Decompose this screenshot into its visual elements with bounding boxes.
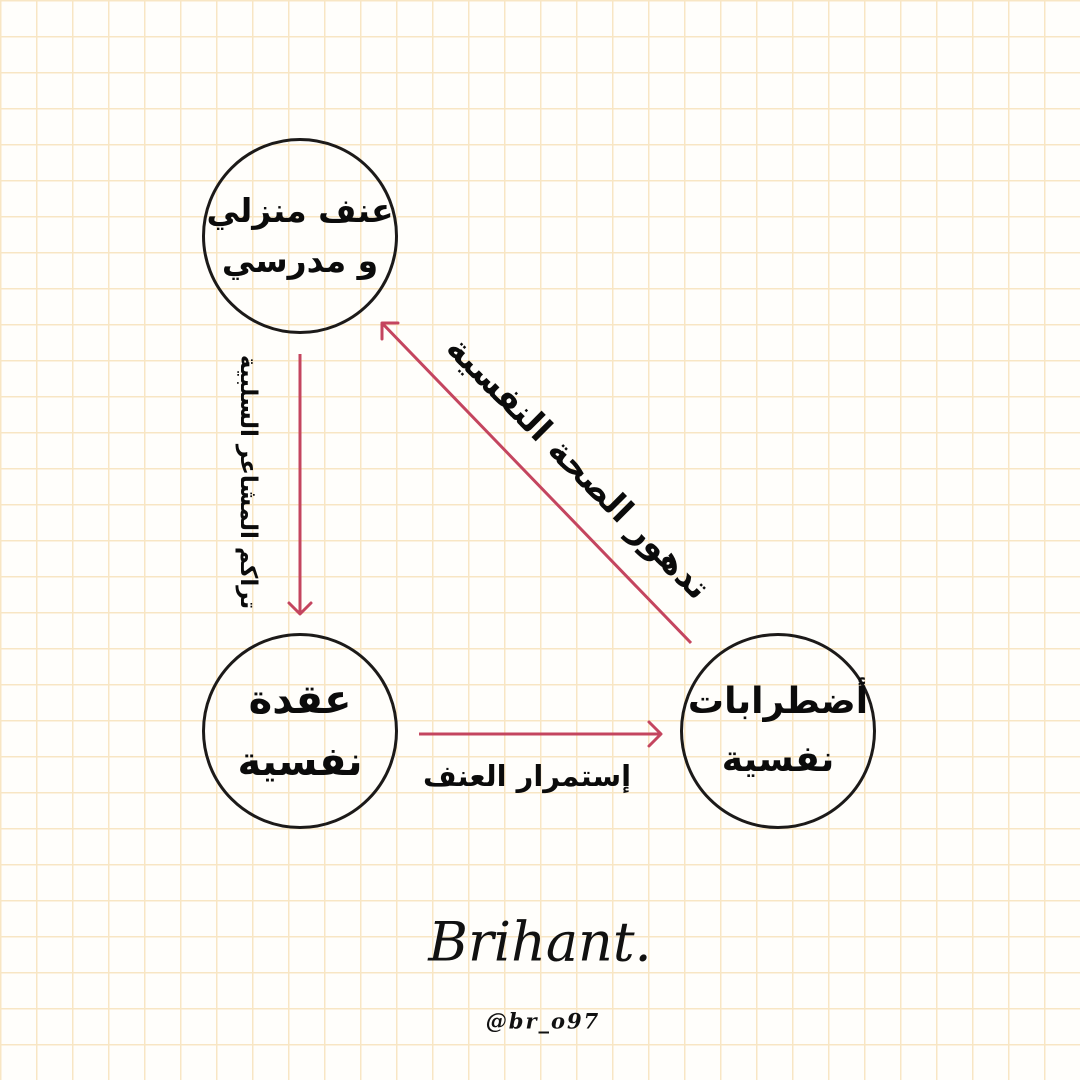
arrow-head-up-left: [380, 321, 400, 341]
node-psychological-complex: عقدة نفسية: [202, 633, 398, 829]
social-handle: @br_o97: [485, 1008, 601, 1034]
node-bottom-right-line-1: أضطرابات: [687, 681, 869, 722]
arrow-head-down: [287, 601, 313, 616]
arrow-shaft-diagonal: [380, 321, 693, 645]
node-psychological-disorders: أضطرابات نفسية: [680, 633, 876, 829]
node-domestic-school-violence: عنف منزلي و مدرسي: [202, 138, 398, 334]
node-bottom-left-line-1: عقدة: [248, 677, 352, 723]
edge-label-continued-violence: إستمرار العنف: [422, 759, 632, 793]
node-top-line-2: و مدرسي: [221, 241, 379, 280]
node-top-line-1: عنف منزلي: [206, 191, 394, 230]
node-bottom-left-line-2: نفسية: [237, 739, 363, 785]
arrow-top-to-bottom-left: [287, 354, 313, 616]
arrow-bottom-left-to-bottom-right: [419, 720, 663, 748]
arrow-head-right: [647, 720, 663, 748]
arrow-bottom-right-to-top: [380, 321, 693, 645]
edge-label-accumulation: تراكم المشاعر السلبية: [235, 354, 261, 610]
node-bottom-right-line-2: نفسية: [721, 739, 835, 780]
brand-signature: Brihant.: [428, 910, 652, 974]
